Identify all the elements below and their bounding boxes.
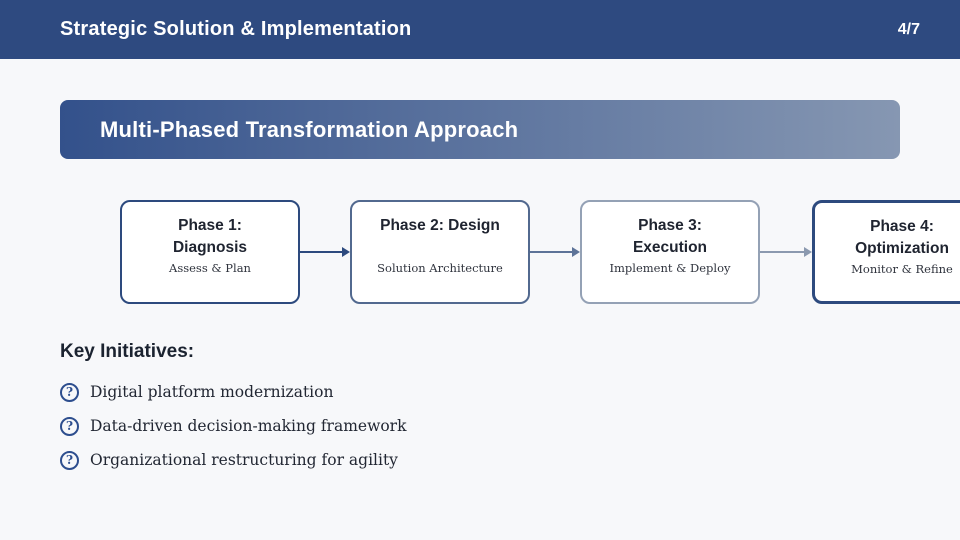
connector-arrow-icon	[760, 247, 812, 257]
phase-subtitle: Solution Architecture	[377, 261, 503, 275]
phase-subtitle: Monitor & Refine	[851, 262, 953, 276]
initiative-text: Organizational restructuring for agility	[90, 451, 398, 469]
phase-box-2: Phase 2: Design Solution Architecture	[350, 200, 530, 304]
page-indicator: 4/7	[897, 20, 920, 38]
connector-arrow-icon	[530, 247, 580, 257]
phase-subtitle: Implement & Deploy	[609, 261, 731, 275]
question-mark-circle-icon: ?	[60, 450, 79, 470]
phase-title: Phase 4: Optimization	[855, 218, 949, 257]
initiative-item: ? Digital platform modernization	[60, 382, 333, 402]
phase-box-4: Phase 4: Optimization Monitor & Refine	[812, 200, 960, 304]
question-mark-circle-icon: ?	[60, 382, 79, 402]
section-banner-title: Multi-Phased Transformation Approach	[100, 116, 519, 142]
initiative-text: Data-driven decision-making framework	[90, 417, 407, 435]
slide-title: Strategic Solution & Implementation	[60, 18, 412, 40]
section-banner: Multi-Phased Transformation Approach	[60, 100, 900, 159]
connector-arrow-icon	[300, 247, 350, 257]
phase-box-3: Phase 3: Execution Implement & Deploy	[580, 200, 760, 304]
initiative-item: ? Data-driven decision-making framework	[60, 416, 406, 436]
initiative-text: Digital platform modernization	[90, 383, 334, 401]
initiative-item: ? Organizational restructuring for agili…	[60, 450, 398, 470]
phase-subtitle: Assess & Plan	[169, 261, 251, 275]
phase-title: Phase 2: Design	[380, 217, 500, 234]
phase-title: Phase 1: Diagnosis	[172, 217, 248, 256]
phase-box-1: Phase 1: Diagnosis Assess & Plan	[120, 200, 300, 304]
question-mark-circle-icon: ?	[60, 416, 79, 436]
key-initiatives-heading: Key Initiatives:	[60, 341, 195, 362]
header-bar: Strategic Solution & Implementation 4/7	[0, 0, 960, 59]
phase-title: Phase 3: Execution	[632, 217, 708, 256]
